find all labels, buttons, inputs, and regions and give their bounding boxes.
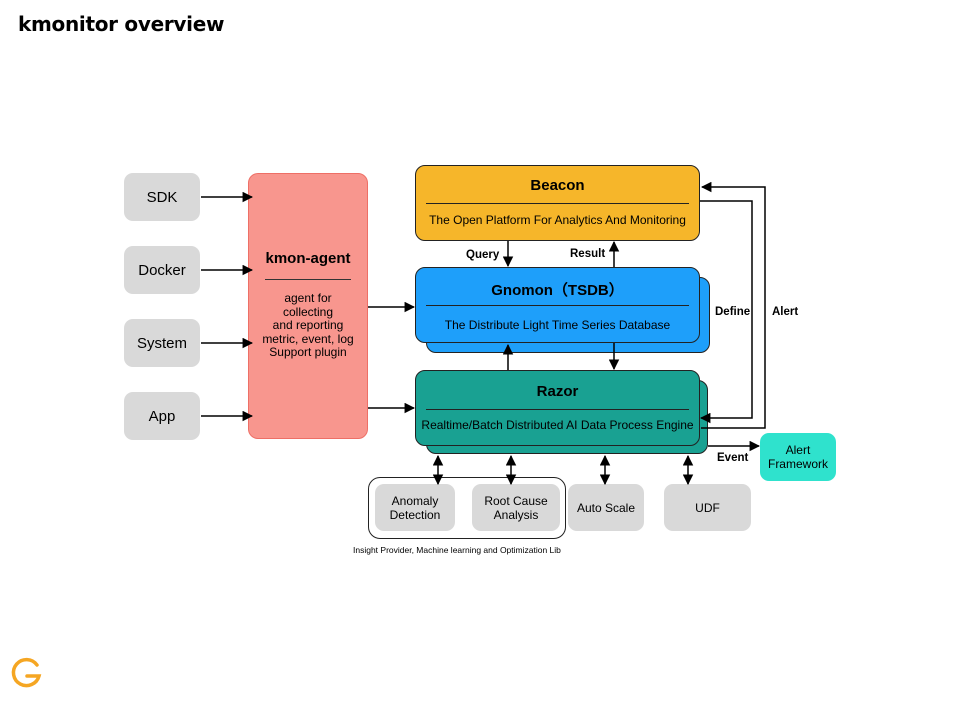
alert-framework-box: Alert Framework [760,433,836,481]
razor-divider [426,409,689,410]
auto-scale-box: Auto Scale [568,484,644,531]
kmon-agent-box: kmon-agent agent for collecting and repo… [248,173,368,439]
razor-title: Razor [536,383,579,400]
razor-box: Razor Realtime/Batch Distributed AI Data… [415,370,700,446]
kmon-agent-desc-line: Support plugin [269,345,347,359]
beacon-divider [426,203,689,204]
kmon-agent-desc-line: collecting [282,304,334,319]
query-label: Query [466,249,500,261]
kmon-agent-desc-line: agent for [284,291,332,305]
source-sdk: SDK [124,173,200,221]
gnomon-description: The Distribute Light Time Series Databas… [444,318,671,332]
beacon-title: Beacon [530,177,585,194]
define-label: Define [715,306,751,318]
razor-description: Realtime/Batch Distributed AI Data Proce… [421,418,694,432]
insight-group-box [368,477,566,539]
source-system: System [124,319,200,367]
anomaly-detection-box: Anomaly Detection [375,484,455,531]
gnomon-divider [426,305,689,306]
gnomon-title: Gnomon（TSDB） [491,282,624,299]
arrow-alert [700,181,766,429]
udf-box: UDF [664,484,751,531]
root-cause-line: Analysis [493,507,539,522]
alert-framework-line: Alert [785,443,811,457]
anomaly-line: Detection [389,507,441,522]
alert-label: Alert [772,306,799,318]
g-logo-icon [11,657,42,688]
source-app: App [124,392,200,440]
kmon-agent-desc-line: metric, event, log [262,331,354,346]
result-label: Result [570,248,606,260]
beacon-description: The Open Platform For Analytics And Moni… [429,213,686,227]
source-docker: Docker [124,246,200,294]
kmon-agent-divider [265,279,351,280]
root-cause-analysis-box: Root Cause Analysis [472,484,560,531]
root-cause-line: Root Cause [484,493,548,508]
insight-caption: Insight Provider, Machine learning and O… [353,545,561,555]
kmon-agent-title: kmon-agent [265,250,351,267]
kmon-agent-desc-line: and reporting [272,318,344,332]
kmon-agent-description: agent for collecting and reporting metri… [249,291,367,360]
gnomon-box: Gnomon（TSDB） The Distribute Light Time S… [415,267,700,343]
beacon-box: Beacon The Open Platform For Analytics A… [415,165,700,241]
page-title: kmonitor overview [18,12,225,36]
alert-framework-line: Framework [767,457,828,471]
alert-framework-label: Alert Framework [768,443,828,471]
anomaly-line: Anomaly [391,493,439,508]
event-label: Event [717,452,749,464]
arrow-define [699,200,753,424]
